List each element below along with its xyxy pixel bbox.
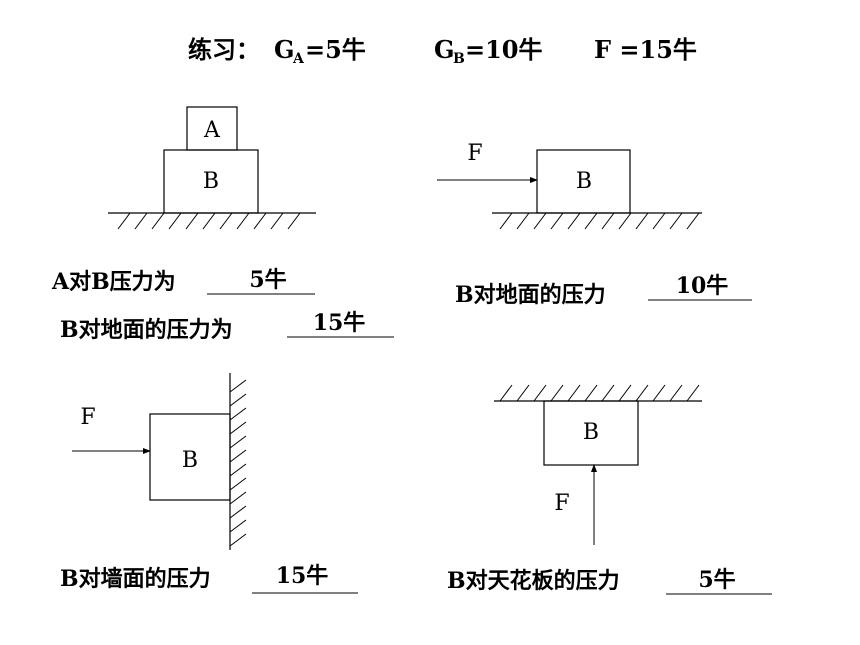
question-2-answer: 15牛: [313, 310, 366, 336]
hatch-mark: [499, 212, 513, 230]
hatch-mark: [550, 384, 564, 402]
title-ga-val: =5牛: [305, 35, 366, 64]
exercise-title: 练习： G A =5牛 G B =10牛 F =15牛: [188, 35, 697, 67]
hatch-mark: [229, 491, 247, 505]
hatch-mark: [151, 212, 165, 230]
title-ga-sub: A: [292, 51, 305, 67]
question-1: A对B压力为 5牛: [51, 267, 315, 295]
question-5-answer: 5牛: [698, 567, 735, 593]
title-ga-g: G: [274, 35, 295, 64]
question-5-text: B对天花板的压力: [447, 568, 620, 594]
block-b-label: B: [583, 420, 599, 445]
force-label: F: [80, 405, 95, 430]
hatch-mark: [229, 505, 247, 519]
diagram-pushed-block: F B: [437, 141, 702, 230]
hatch-mark: [584, 384, 598, 402]
block-b-label: B: [182, 448, 198, 473]
hatch-mark: [669, 212, 683, 230]
hatch-mark: [550, 212, 564, 230]
hatch-mark: [236, 212, 250, 230]
hatch-mark: [229, 533, 247, 547]
hatch-mark: [618, 384, 632, 402]
ceiling-hatching: [499, 384, 700, 402]
hatch-mark: [229, 379, 247, 393]
title-gb-g: G: [434, 35, 455, 64]
diagram-stacked-blocks: A B: [108, 106, 316, 230]
block-a-label: A: [203, 118, 221, 143]
hatch-mark: [185, 212, 199, 230]
question-3-answer: 10牛: [676, 273, 729, 299]
hatch-mark: [253, 212, 267, 230]
hatch-mark: [499, 384, 513, 402]
hatch-mark: [652, 212, 666, 230]
hatch-mark: [229, 477, 247, 491]
hatch-mark: [229, 463, 247, 477]
ground-hatching: [117, 212, 301, 230]
hatch-mark: [229, 449, 247, 463]
title-prefix: 练习：: [188, 35, 260, 64]
wall-hatching: [229, 379, 247, 547]
question-5: B对天花板的压力 5牛: [447, 567, 772, 595]
question-2: B对地面的压力为 15牛: [60, 310, 394, 343]
title-gb-sub: B: [453, 51, 465, 67]
question-3-text: B对地面的压力: [455, 282, 606, 308]
hatch-mark: [533, 212, 547, 230]
title-gb-val: =10牛: [465, 35, 543, 64]
title-f: F =15牛: [594, 35, 697, 64]
question-1-text: A对B压力为: [51, 269, 176, 295]
hatch-mark: [567, 212, 581, 230]
diagram-wall-block: F B: [72, 373, 247, 550]
hatch-mark: [652, 384, 666, 402]
hatch-mark: [669, 384, 683, 402]
hatch-mark: [287, 212, 301, 230]
question-2-text: B对地面的压力为: [60, 317, 233, 343]
force-label: F: [467, 141, 482, 166]
hatch-mark: [229, 435, 247, 449]
hatch-mark: [516, 212, 530, 230]
hatch-mark: [635, 212, 649, 230]
hatch-mark: [601, 384, 615, 402]
hatch-mark: [229, 407, 247, 421]
hatch-mark: [533, 384, 547, 402]
hatch-mark: [618, 212, 632, 230]
hatch-mark: [229, 421, 247, 435]
question-4-text: B对墙面的压力: [60, 566, 211, 592]
hatch-mark: [134, 212, 148, 230]
question-4: B对墙面的压力 15牛: [60, 563, 358, 594]
hatch-mark: [686, 212, 700, 230]
force-label: F: [554, 491, 569, 516]
question-3: B对地面的压力 10牛: [455, 273, 752, 308]
hatch-mark: [584, 212, 598, 230]
hatch-mark: [219, 212, 233, 230]
hatch-mark: [567, 384, 581, 402]
hatch-mark: [601, 212, 615, 230]
ground-hatching: [499, 212, 700, 230]
hatch-mark: [202, 212, 216, 230]
hatch-mark: [635, 384, 649, 402]
block-b-label: B: [203, 169, 219, 194]
hatch-mark: [516, 384, 530, 402]
hatch-mark: [168, 212, 182, 230]
diagram-ceiling-block: B F: [494, 384, 702, 545]
hatch-mark: [229, 519, 247, 533]
question-1-answer: 5牛: [249, 267, 286, 293]
hatch-mark: [686, 384, 700, 402]
hatch-mark: [270, 212, 284, 230]
question-4-answer: 15牛: [276, 563, 329, 589]
hatch-mark: [229, 393, 247, 407]
hatch-mark: [117, 212, 131, 230]
block-b-label: B: [576, 169, 592, 194]
